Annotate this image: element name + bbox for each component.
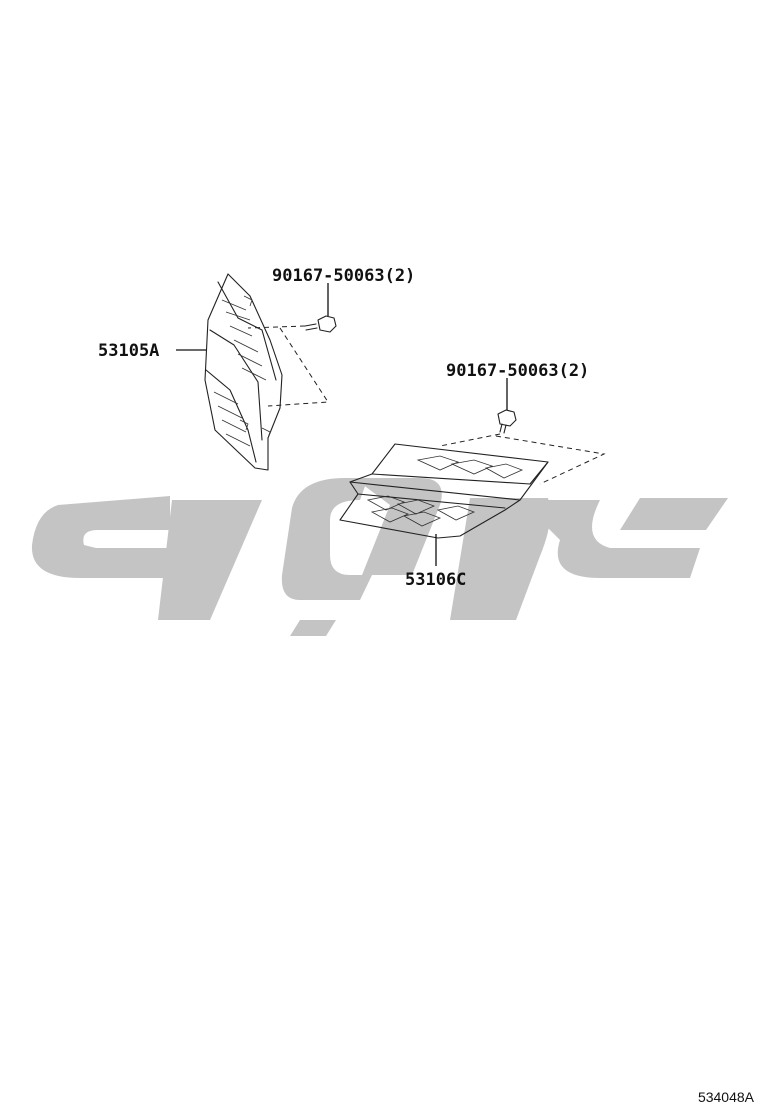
lower-grille-53106C: [339, 443, 549, 539]
lower-screw-icon: [497, 409, 517, 434]
callout-upper-grille: 53105A: [98, 341, 159, 361]
upper-grille-53105A: [204, 273, 283, 471]
upper-install-lines: [247, 325, 329, 407]
callout-lower-screw: 90167-50063(2): [446, 361, 589, 381]
watermark-logo: [31, 478, 728, 636]
figure-id: 534048A: [698, 1089, 755, 1105]
callout-lower-grille: 53106C: [405, 570, 466, 590]
callout-upper-screw: 90167-50063(2): [272, 266, 415, 286]
upper-screw-icon: [304, 315, 337, 333]
lower-install-lines: [439, 433, 606, 485]
